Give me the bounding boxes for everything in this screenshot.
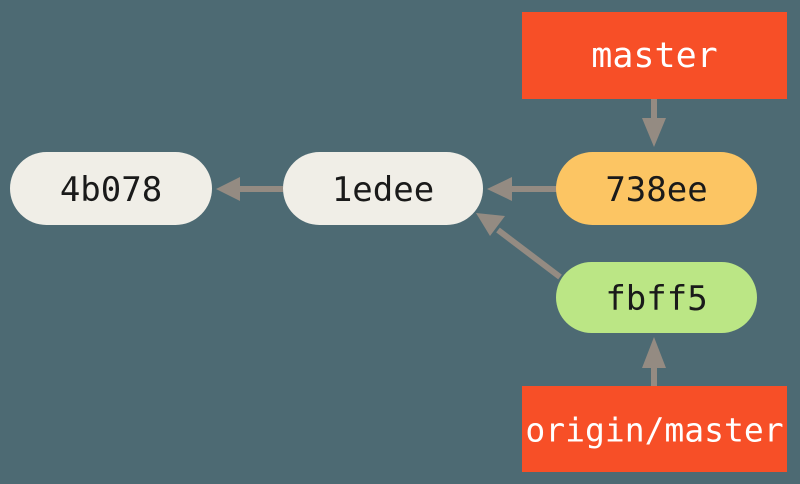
commit-node-1edee-shape[interactable] — [283, 152, 483, 225]
commit-node-fbff5-shape[interactable] — [556, 262, 757, 333]
edge-origin-master-to-fbff5 — [642, 337, 666, 386]
arrowhead-icon — [476, 213, 505, 236]
edge-1edee-to-4b078 — [216, 177, 283, 201]
ref-origin-master[interactable]: origin/master — [522, 386, 787, 472]
ref-origin-master-box[interactable] — [522, 386, 787, 472]
ref-master[interactable]: master — [522, 12, 787, 99]
commit-node-738ee-shape[interactable] — [556, 152, 757, 225]
edge-line — [496, 227, 562, 280]
commit-layer: 4b078 1edee 738ee fbff5 — [10, 152, 757, 333]
edge-layer — [216, 99, 666, 386]
commit-node-1edee[interactable]: 1edee — [283, 152, 483, 225]
edge-738ee-to-1edee — [487, 177, 557, 201]
ref-layer: master origin/master — [522, 12, 787, 472]
edge-master-to-738ee — [642, 99, 666, 147]
arrowhead-icon — [487, 177, 512, 201]
arrowhead-icon — [642, 118, 666, 147]
ref-master-box[interactable] — [522, 12, 787, 99]
commit-node-4b078[interactable]: 4b078 — [10, 152, 212, 225]
arrowhead-icon — [216, 177, 240, 201]
commit-node-738ee[interactable]: 738ee — [556, 152, 757, 225]
commit-node-4b078-shape[interactable] — [10, 152, 212, 225]
commit-node-fbff5[interactable]: fbff5 — [556, 262, 757, 333]
edge-fbff5-to-1edee — [476, 213, 562, 280]
arrowhead-icon — [642, 337, 666, 368]
